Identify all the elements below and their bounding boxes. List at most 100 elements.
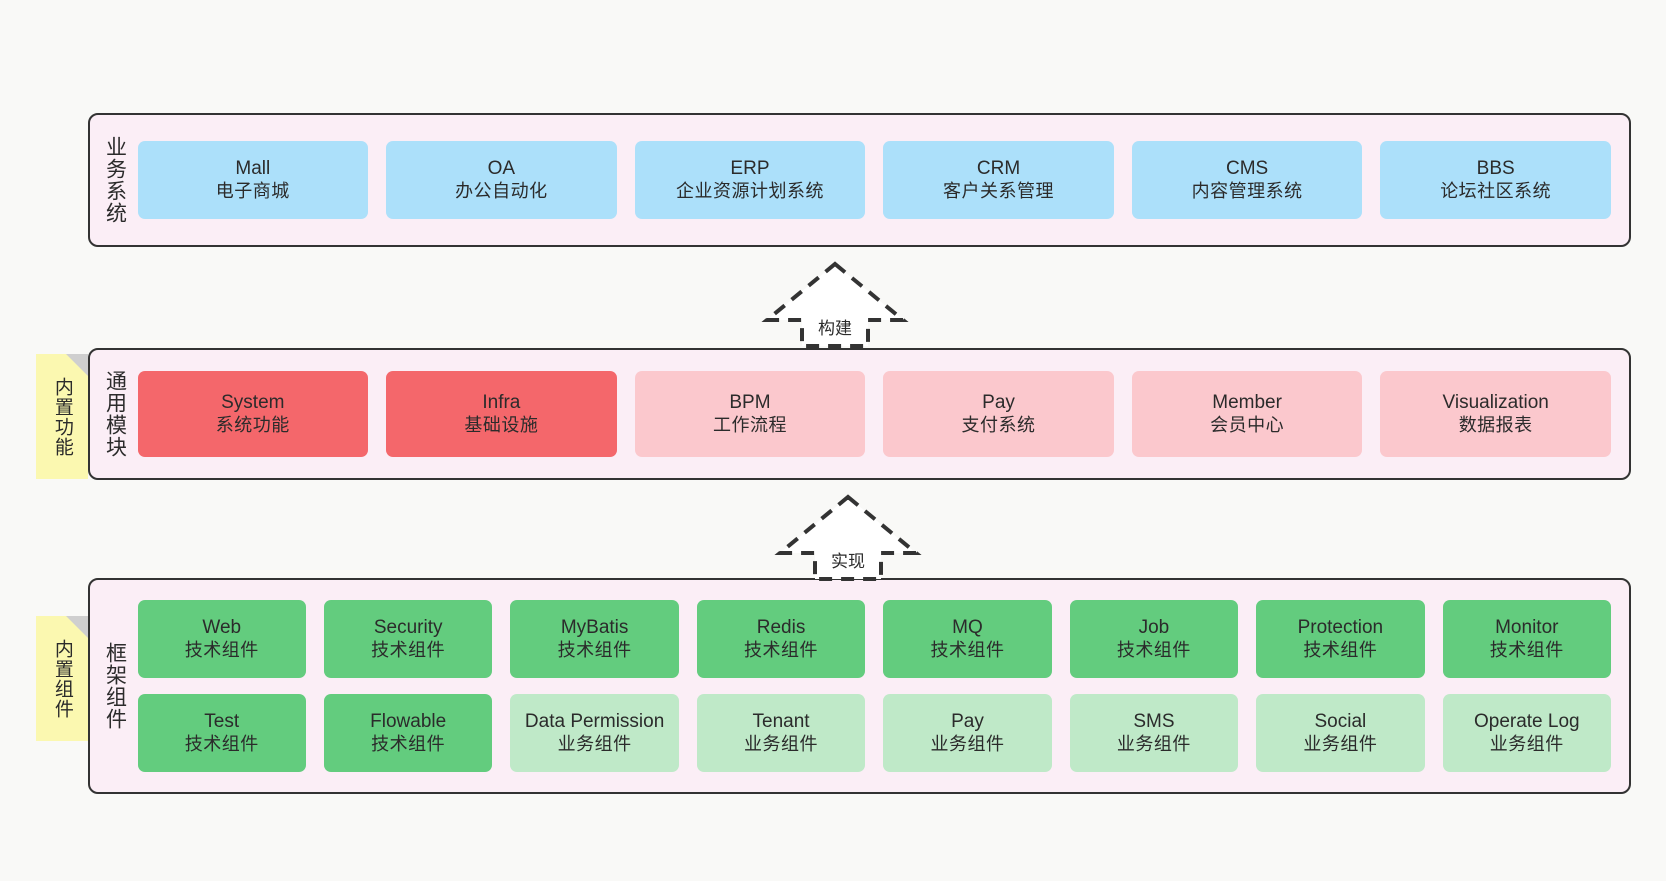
node-mall[interactable]: Mall 电子商城	[137, 141, 369, 219]
node-subtitle: 业务组件	[1489, 733, 1564, 754]
node-title: BPM	[729, 392, 771, 414]
node-subtitle: 技术组件	[930, 639, 1005, 660]
node-mybatis[interactable]: MyBatis 技术组件	[510, 600, 679, 678]
node-title: Member	[1212, 392, 1282, 414]
node-subtitle: 工作流程	[712, 414, 787, 435]
node-title: OA	[487, 158, 516, 180]
node-title: Protection	[1297, 617, 1384, 639]
layer-framework-components: 框架组件 Web 技术组件 Security 技术组件 MyBatis 技术组件…	[88, 578, 1631, 794]
node-job[interactable]: Job 技术组件	[1069, 600, 1239, 678]
node-redis[interactable]: Redis 技术组件	[696, 600, 866, 678]
node-web[interactable]: Web 技术组件	[137, 600, 306, 678]
node-subtitle: 业务组件	[1116, 733, 1191, 754]
node-title: SMS	[1133, 711, 1175, 733]
node-row: Test 技术组件 Flowable 技术组件 Data Permission …	[137, 694, 1612, 772]
node-bpm[interactable]: BPM 工作流程	[634, 371, 866, 457]
node-member[interactable]: Member 会员中心	[1131, 371, 1363, 457]
node-social[interactable]: Social 业务组件	[1256, 694, 1425, 772]
hollow-arrow-up-icon	[761, 261, 909, 348]
node-title: Redis	[756, 617, 806, 639]
node-security[interactable]: Security 技术组件	[323, 600, 493, 678]
node-subtitle: 业务组件	[1303, 733, 1378, 754]
node-tenant[interactable]: Tenant 业务组件	[696, 694, 866, 772]
node-oa[interactable]: OA 办公自动化	[386, 141, 617, 219]
node-row: Web 技术组件 Security 技术组件 MyBatis 技术组件 Redi…	[137, 600, 1612, 678]
node-monitor[interactable]: Monitor 技术组件	[1442, 600, 1612, 678]
connector-build: 构建	[755, 261, 915, 348]
note-label: 内置功能	[51, 376, 73, 457]
node-subtitle: 技术组件	[744, 639, 819, 660]
node-pay-component[interactable]: Pay 业务组件	[883, 694, 1052, 772]
layer-body-common-modules: System 系统功能 Infra 基础设施 BPM 工作流程 Pay 支付系统…	[136, 350, 1629, 478]
node-title: Infra	[482, 392, 521, 414]
node-title: Security	[373, 617, 443, 639]
node-subtitle: 基础设施	[464, 414, 539, 435]
connector-implement: 实现	[768, 494, 928, 581]
node-subtitle: 客户关系管理	[943, 180, 1055, 201]
node-row: Mall 电子商城 OA 办公自动化 ERP 企业资源计划系统 CRM 客户关系…	[137, 141, 1611, 219]
node-subtitle: 技术组件	[557, 639, 632, 660]
node-title: Mall	[235, 158, 271, 180]
node-infra[interactable]: Infra 基础设施	[386, 371, 617, 457]
node-subtitle: 数据报表	[1458, 414, 1533, 435]
node-pay[interactable]: Pay 支付系统	[883, 371, 1114, 457]
node-title: MyBatis	[560, 617, 629, 639]
node-title: Data Permission	[524, 711, 665, 733]
node-subtitle: 支付系统	[961, 414, 1036, 435]
layer-caption-framework-components: 框架组件	[103, 642, 127, 730]
node-cms[interactable]: CMS 内容管理系统	[1131, 141, 1363, 219]
node-title: Operate Log	[1473, 711, 1580, 733]
node-mq[interactable]: MQ 技术组件	[883, 600, 1052, 678]
node-operate-log[interactable]: Operate Log 业务组件	[1442, 694, 1612, 772]
node-title: Web	[202, 617, 242, 639]
layer-caption-common-modules: 通用模块	[103, 370, 127, 458]
node-subtitle: 内容管理系统	[1191, 180, 1303, 201]
node-flowable[interactable]: Flowable 技术组件	[323, 694, 493, 772]
node-subtitle: 业务组件	[557, 733, 632, 754]
node-title: Flowable	[370, 711, 447, 733]
node-subtitle: 企业资源计划系统	[675, 180, 824, 201]
node-subtitle: 技术组件	[184, 733, 259, 754]
node-subtitle: 会员中心	[1210, 414, 1285, 435]
node-title: ERP	[730, 158, 770, 180]
node-visualization[interactable]: Visualization 数据报表	[1380, 371, 1611, 457]
folded-corner-icon	[66, 616, 88, 638]
node-erp[interactable]: ERP 企业资源计划系统	[634, 141, 866, 219]
node-subtitle: 论坛社区系统	[1440, 180, 1552, 201]
node-title: Social	[1314, 711, 1367, 733]
node-subtitle: 系统功能	[215, 414, 290, 435]
node-crm[interactable]: CRM 客户关系管理	[883, 141, 1114, 219]
node-title: Monitor	[1495, 617, 1559, 639]
node-title: Pay	[982, 392, 1015, 414]
layer-body-business-systems: Mall 电子商城 OA 办公自动化 ERP 企业资源计划系统 CRM 客户关系…	[136, 115, 1629, 245]
node-title: Pay	[951, 711, 984, 733]
node-title: System	[221, 392, 285, 414]
note-builtin-features: 内置功能	[36, 354, 88, 479]
node-title: CMS	[1226, 158, 1269, 180]
node-subtitle: 技术组件	[1303, 639, 1378, 660]
node-test[interactable]: Test 技术组件	[137, 694, 306, 772]
node-title: MQ	[952, 617, 983, 639]
node-subtitle: 技术组件	[1116, 639, 1191, 660]
node-title: BBS	[1476, 158, 1515, 180]
node-subtitle: 技术组件	[1489, 639, 1564, 660]
note-builtin-components: 内置组件	[36, 616, 88, 741]
node-subtitle: 技术组件	[184, 639, 259, 660]
hollow-arrow-up-icon	[774, 494, 922, 581]
folded-corner-icon	[66, 354, 88, 376]
node-system[interactable]: System 系统功能	[137, 371, 369, 457]
node-sms[interactable]: SMS 业务组件	[1069, 694, 1239, 772]
node-subtitle: 办公自动化	[455, 180, 548, 201]
node-title: Test	[204, 711, 240, 733]
layer-caption-business-systems: 业务系统	[103, 136, 127, 224]
node-title: Job	[1138, 617, 1170, 639]
node-bbs[interactable]: BBS 论坛社区系统	[1380, 141, 1611, 219]
node-protection[interactable]: Protection 技术组件	[1256, 600, 1425, 678]
node-subtitle: 业务组件	[744, 733, 819, 754]
node-data-permission[interactable]: Data Permission 业务组件	[510, 694, 679, 772]
node-title: Tenant	[752, 711, 810, 733]
node-title: CRM	[976, 158, 1021, 180]
node-title: Visualization	[1442, 392, 1549, 414]
layer-business-systems: 业务系统 Mall 电子商城 OA 办公自动化 ERP 企业资源计划系统 CRM…	[88, 113, 1631, 247]
